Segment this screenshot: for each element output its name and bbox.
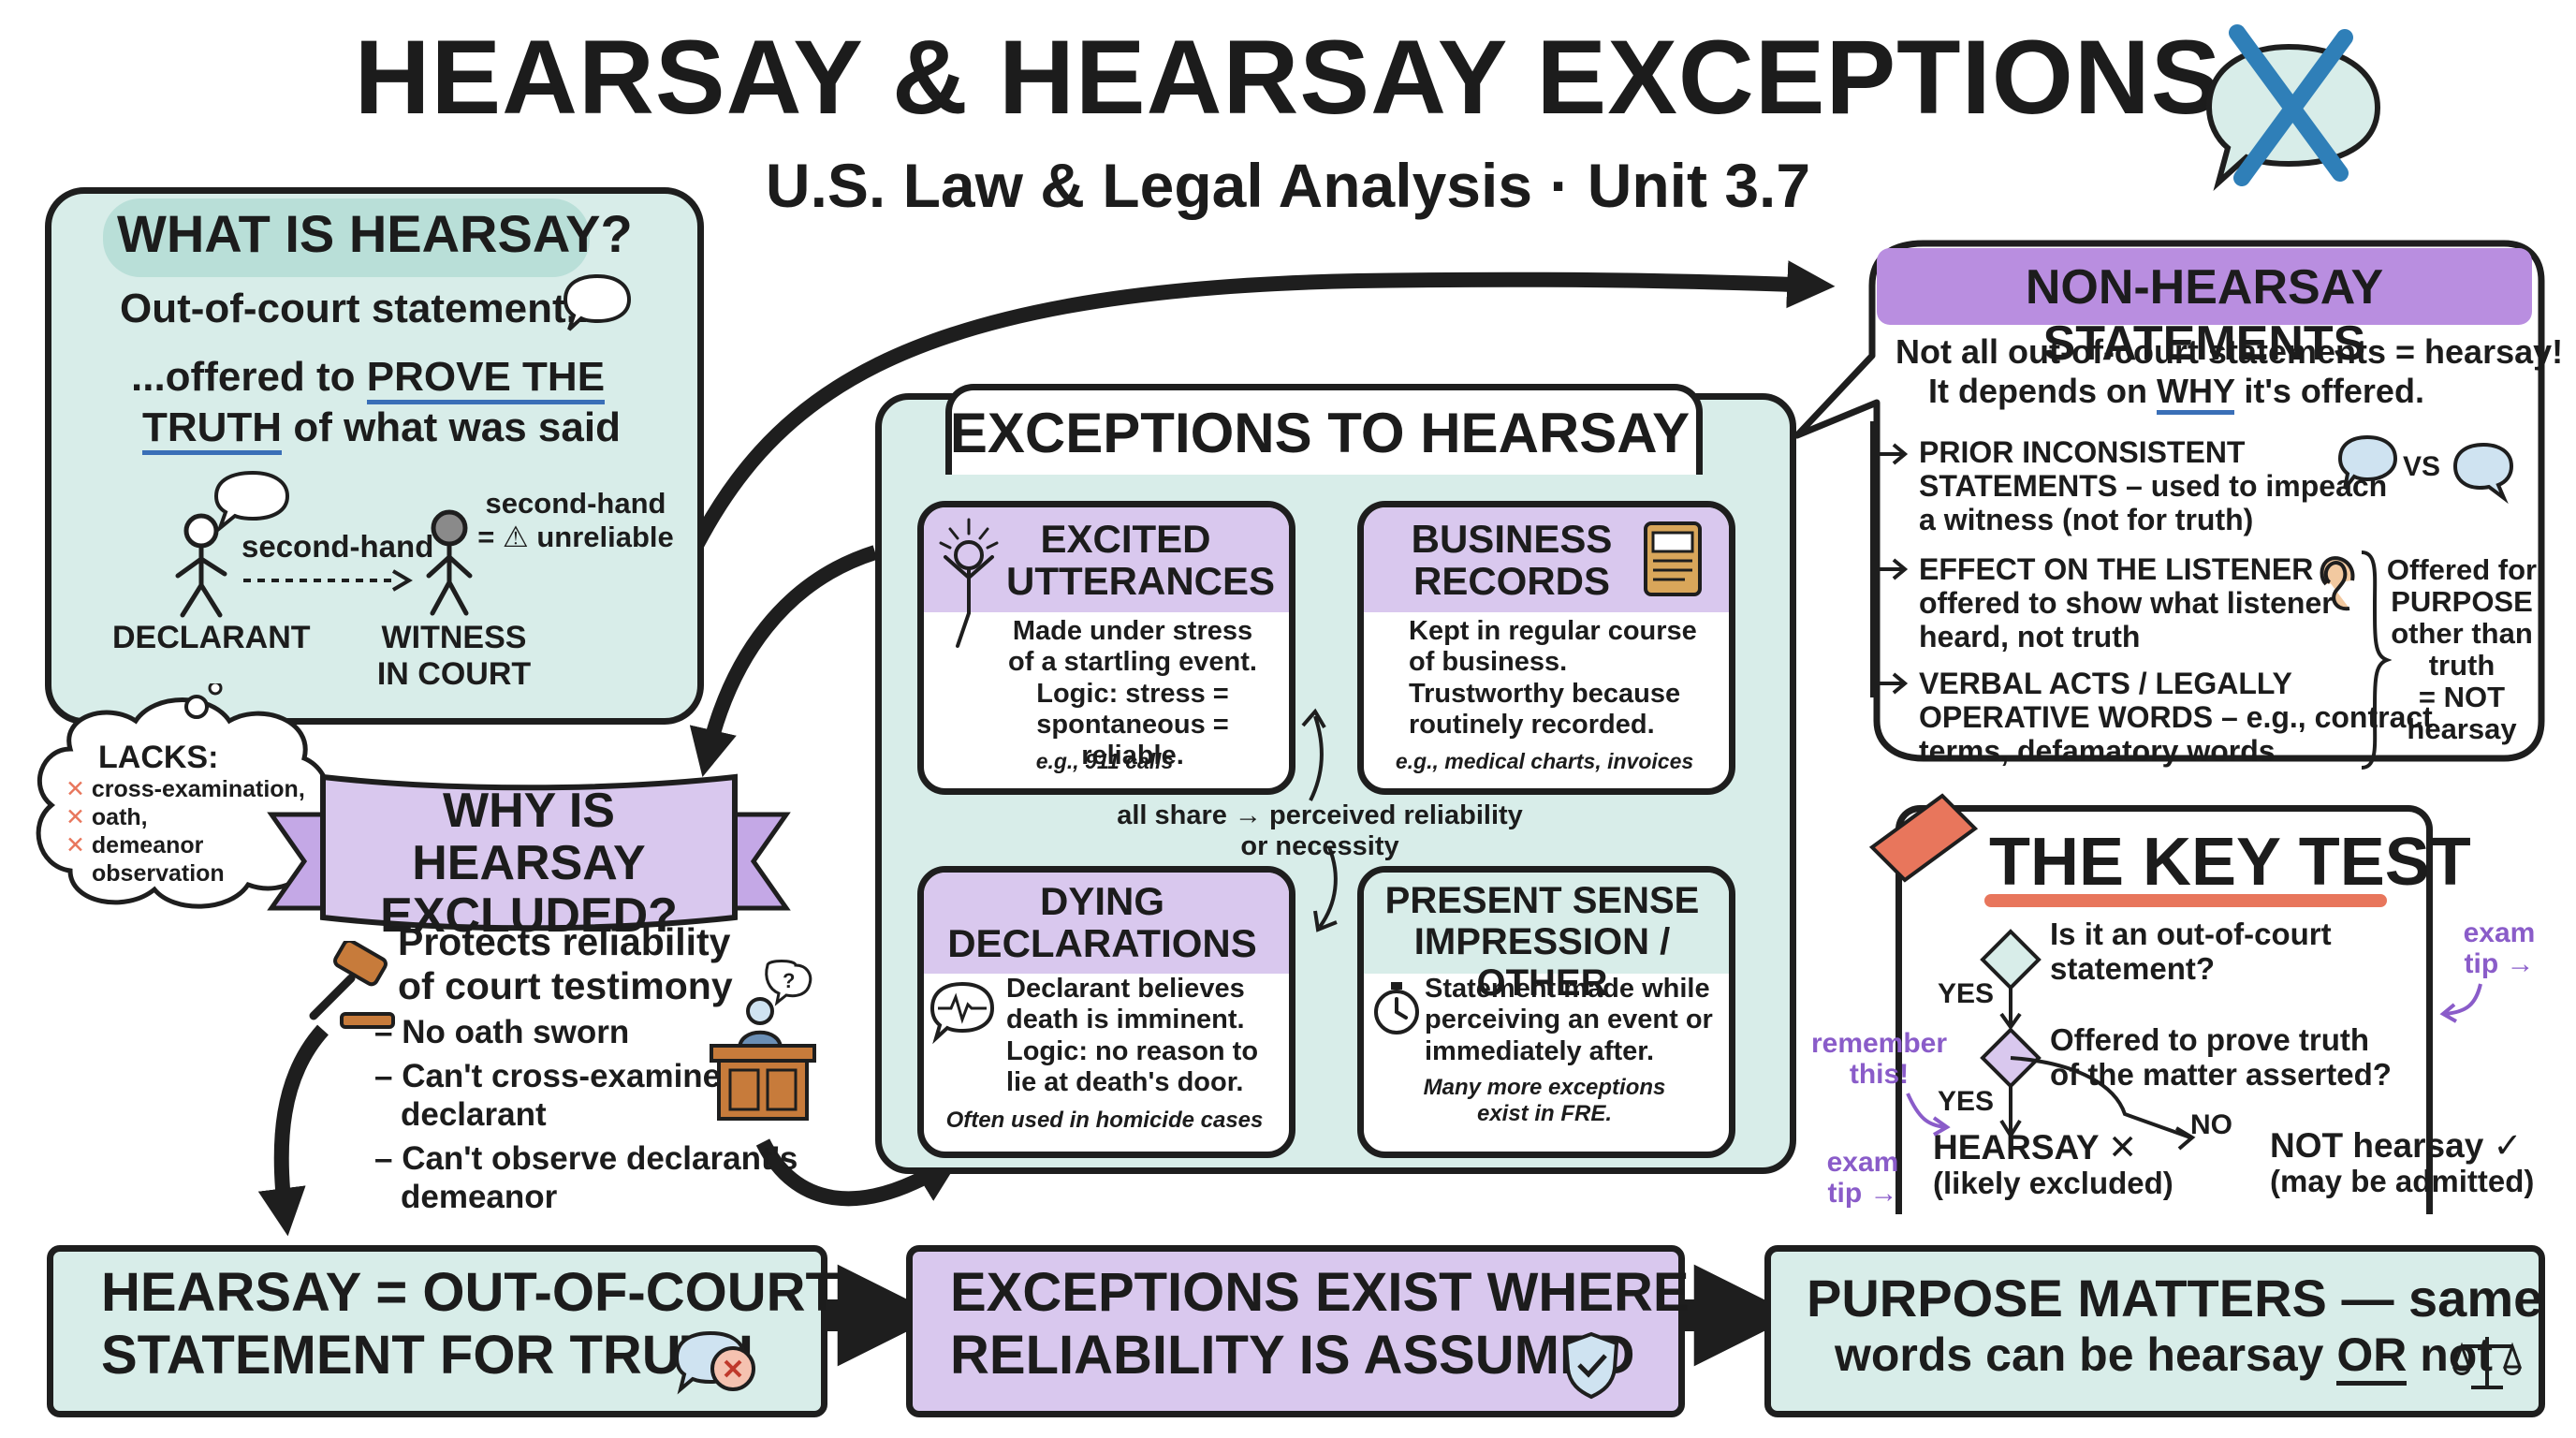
svg-text:?: ? <box>783 969 795 992</box>
what-line-2: ...offered to PROVE THE <box>131 354 606 404</box>
exceptions-heading-tab <box>945 384 1703 475</box>
crossed-speech-bubble-icon <box>2205 24 2381 192</box>
non-hearsay-heading: NON-HEARSAY STATEMENTS <box>2025 260 2384 371</box>
second-hand-arrow-label: second-hand <box>242 529 434 564</box>
ear-icon <box>2320 556 2355 611</box>
gavel-icon <box>309 941 395 1029</box>
key-test-no: NO <box>2190 1109 2232 1140</box>
startled-person-icon <box>939 518 999 648</box>
branch-arrows <box>1870 421 1909 697</box>
business-example: e.g., medical charts, invoices <box>1395 749 1694 773</box>
lacks-heading: LACKS: <box>98 740 219 775</box>
key-test-heading: THE KEY TEST <box>1989 825 2471 900</box>
heartbeat-bubble-icon <box>929 981 995 1044</box>
cycle-arrows <box>1301 708 1338 932</box>
vs-label: VS <box>2403 451 2441 482</box>
lacks-list: ✕ cross-examination, ✕ oath, ✕ demeanor … <box>66 776 305 887</box>
declarant-label: DECLARANT <box>112 620 311 655</box>
page-title: HEARSAY & HEARSAY EXCEPTIONS <box>354 19 2222 136</box>
crossed-speech-bubble-icon <box>674 1330 755 1395</box>
non-hearsay-intro: Not all out-of-court statements = hearsa… <box>1895 332 2563 416</box>
speech-bubble-left-icon <box>2337 434 2398 491</box>
present-sense-card <box>1357 866 1735 1158</box>
summary-box-2 <box>906 1245 1685 1417</box>
what-line-3: TRUTH of what was said <box>142 404 621 455</box>
exceptions-heading: EXCEPTIONS TO HEARSAY <box>949 402 1690 464</box>
remember-arrow <box>1906 1093 1951 1137</box>
dying-example: Often used in homicide cases <box>945 1108 1264 1133</box>
what-heading: WHAT IS HEARSAY? <box>117 204 633 263</box>
dotted-arrow <box>243 569 413 592</box>
key-test-yes-1: YES <box>1938 978 1995 1009</box>
flow-diagram <box>1980 929 2196 1151</box>
witness-stick-figure-icon <box>426 509 473 616</box>
page-subtitle: U.S. Law & Legal Analysis · Unit 3.7 <box>765 151 1811 220</box>
non-hearsay-item-2: EFFECT ON THE LISTENER –offered to show … <box>1919 552 2339 654</box>
key-test-result-not: NOT hearsay ✓(may be admitted) <box>2270 1126 2535 1199</box>
what-heading-highlight <box>103 198 590 277</box>
present-sense-example: Many more exceptions exist in FRE. <box>1423 1075 1666 1126</box>
tape-strip <box>1868 793 1979 883</box>
key-test-yes-2: YES <box>1938 1086 1995 1117</box>
declarant-stick-figure-icon <box>175 513 227 618</box>
speech-bubble-icon <box>213 470 290 534</box>
summary-box-1 <box>47 1245 827 1417</box>
non-hearsay-heading-bar <box>1877 248 2532 325</box>
unreliable-note: second-hand= ⚠ unreliable <box>477 487 674 553</box>
curly-brace <box>2361 550 2392 770</box>
summary-box-3 <box>1764 1245 2545 1417</box>
why-list: – No oath sworn – Can't cross-examine de… <box>374 1014 798 1215</box>
shield-check-icon <box>1563 1331 1619 1400</box>
non-hearsay-speech-panel <box>1793 240 2545 762</box>
why-banner-ribbon <box>267 773 791 932</box>
witness-podium-icon: ? <box>710 960 816 1121</box>
speech-bubble-right-icon <box>2452 442 2514 505</box>
key-test-underline <box>1984 894 2387 907</box>
key-test-panel <box>1895 805 2433 1214</box>
key-test-result-hearsay: HEARSAY ✕(likely excluded) <box>1933 1128 2174 1201</box>
excited-example: e.g., 911 calls <box>1035 749 1174 773</box>
speech-bubble-icon <box>563 273 632 331</box>
ledger-book-icon <box>1644 521 1702 596</box>
summary-3-text: PURPOSE MATTERS — same words can be hear… <box>1807 1269 2542 1387</box>
exam-tip-arrow <box>2439 983 2482 1023</box>
what-line-1: Out-of-court statement... <box>120 286 601 331</box>
scales-of-justice-icon <box>2452 1337 2523 1389</box>
stopwatch-icon <box>1374 982 1419 1034</box>
summary-1-text: HEARSAY = OUT-OF-COURT STATEMENT FOR TRU… <box>101 1262 839 1386</box>
